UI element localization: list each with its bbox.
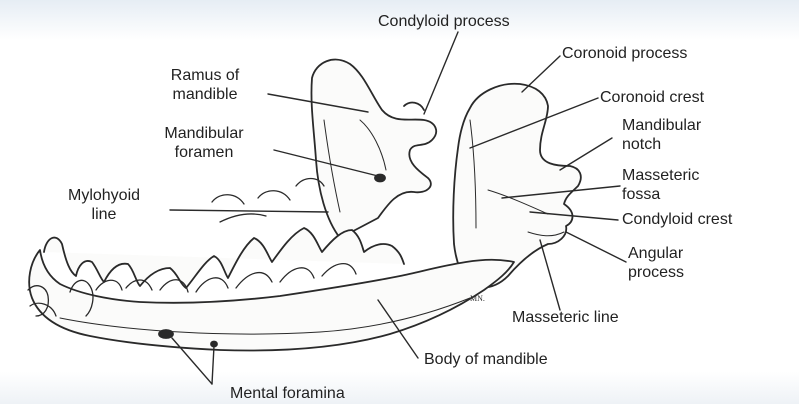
label-body-of-mandible: Body of mandible xyxy=(424,350,548,369)
leader-condyloid-process xyxy=(424,32,458,114)
label-angular-process: Angular process xyxy=(628,244,684,282)
lateral-ramus xyxy=(453,84,581,288)
label-angular-process-line2: process xyxy=(628,263,684,282)
label-ramus-line1: Ramus of xyxy=(150,66,260,85)
leader-masseteric-line xyxy=(540,240,560,310)
label-masseteric-fossa: Masseteric fossa xyxy=(622,166,699,204)
label-masseteric-line: Masseteric line xyxy=(512,308,619,327)
label-ramus-line2: mandible xyxy=(150,85,260,104)
label-mandibular-foramen-line1: Mandibular xyxy=(138,124,270,143)
label-mylohyoid-line: Mylohyoid line xyxy=(42,186,166,224)
label-condyloid-crest: Condyloid crest xyxy=(622,210,798,229)
label-mandibular-foramen: Mandibular foramen xyxy=(138,124,270,162)
medial-ramus xyxy=(311,60,436,238)
label-mandibular-notch-line1: Mandibular xyxy=(622,116,701,135)
label-coronoid-crest: Coronoid crest xyxy=(600,88,704,107)
label-angular-process-line1: Angular xyxy=(628,244,684,263)
leader-mandibular-notch xyxy=(560,138,612,170)
label-condyloid-process: Condyloid process xyxy=(378,12,510,31)
label-mylohyoid-line2: line xyxy=(42,205,166,224)
leader-mental-foramina-2 xyxy=(212,346,214,384)
label-mandibular-notch: Mandibular notch xyxy=(622,116,701,154)
label-masseteric-fossa-line1: Masseteric xyxy=(622,166,699,185)
artist-initials: MN. xyxy=(470,294,485,303)
label-mylohyoid-line1: Mylohyoid xyxy=(42,186,166,205)
label-mental-foramina: Mental foramina xyxy=(230,384,345,403)
leader-mylohyoid xyxy=(170,210,328,212)
label-ramus-of-mandible: Ramus of mandible xyxy=(150,66,260,104)
label-masseteric-fossa-line2: fossa xyxy=(622,185,699,204)
teeth-row xyxy=(44,228,404,288)
leader-angular-process xyxy=(566,232,626,262)
label-mandibular-notch-line2: notch xyxy=(622,135,701,154)
label-mandibular-foramen-line2: foramen xyxy=(138,143,270,162)
leader-coronoid-process xyxy=(522,56,560,92)
label-coronoid-process: Coronoid process xyxy=(562,44,687,63)
